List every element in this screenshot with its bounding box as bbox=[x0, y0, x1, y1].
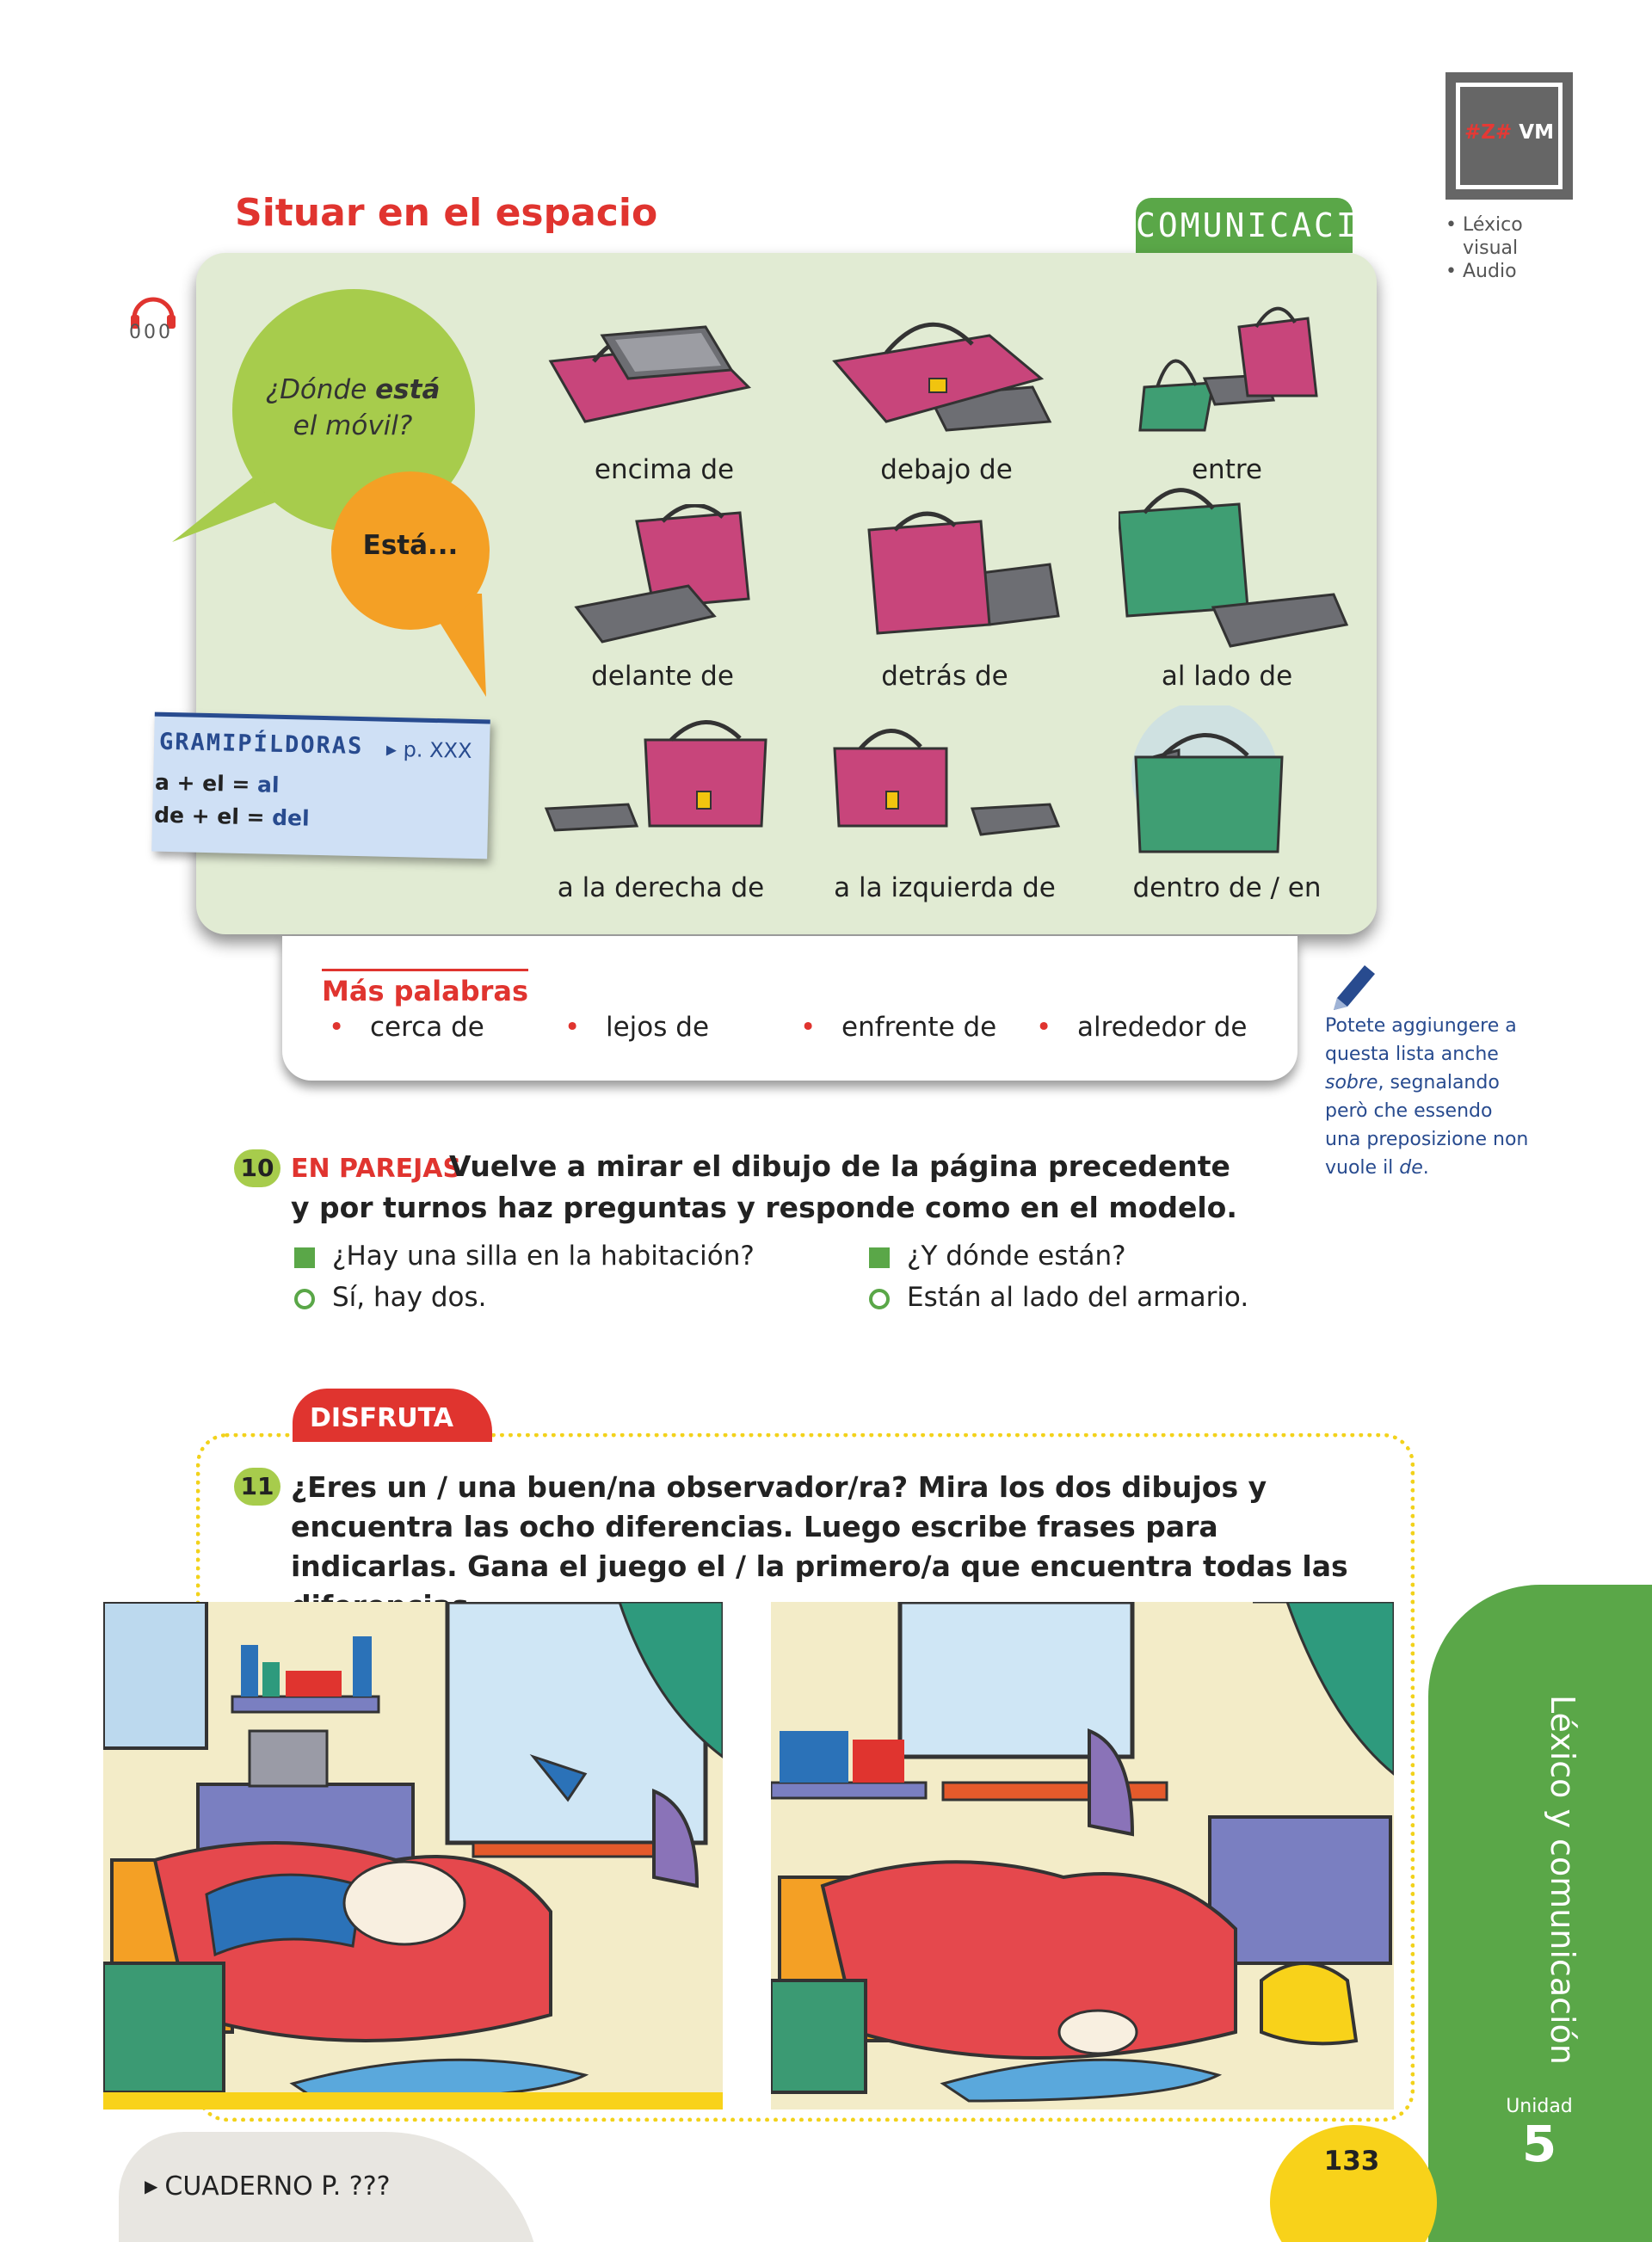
illustration-detras bbox=[867, 511, 1060, 635]
square-bullet-icon bbox=[869, 1247, 890, 1268]
prep-izquierda: a la izquierda de bbox=[834, 872, 1056, 903]
gramipildoras-title: GRAMIPÍLDORAS bbox=[158, 728, 364, 761]
illustration-debajo bbox=[832, 322, 1052, 432]
resource-item-lexico[interactable]: Léxico visual bbox=[1446, 213, 1540, 260]
disfruta-tab: DISFRUTA bbox=[293, 1389, 492, 1442]
circle-bullet-icon bbox=[294, 1289, 315, 1309]
answer-bubble bbox=[331, 471, 490, 630]
vm-badge[interactable]: #Z# VM bbox=[1446, 72, 1573, 200]
dialog-question-1: ¿Hay una silla en la habitación? bbox=[294, 1241, 755, 1272]
pencil-icon bbox=[1334, 965, 1375, 1010]
contraction-del: de + el = del bbox=[153, 802, 310, 831]
page-number-blob bbox=[1270, 2125, 1437, 2242]
circle-bullet-icon bbox=[869, 1289, 890, 1309]
exercise-10-instruction-line1: Vuelve a mirar el dibujo de la página pr… bbox=[449, 1149, 1230, 1183]
room-illustration-left bbox=[103, 1602, 723, 2110]
page-number: 133 bbox=[1323, 2146, 1380, 2177]
room-illustration-right bbox=[771, 1602, 1394, 2110]
prep-entre: entre bbox=[1191, 454, 1262, 485]
teacher-note: Potete aggiungere a questa lista anche s… bbox=[1325, 1015, 1529, 1179]
exercise-10-number: 10 bbox=[234, 1149, 280, 1187]
more-word-alrededor: alrededor de bbox=[1036, 1012, 1247, 1043]
prep-dentro: dentro de / en bbox=[1132, 872, 1322, 903]
square-bullet-icon bbox=[294, 1247, 315, 1268]
more-words-panel bbox=[282, 936, 1298, 1081]
exercise-11-number: 11 bbox=[234, 1468, 280, 1506]
exercise-10-instruction-line2: y por turnos haz preguntas y responde co… bbox=[291, 1191, 1237, 1224]
dialog-answer-2: Están al lado del armario. bbox=[869, 1282, 1248, 1313]
section-tab: COMUNICACIÓN bbox=[1136, 198, 1401, 253]
question-text: ¿Dónde está el móvil? bbox=[265, 374, 441, 441]
exercise-10-tag: EN PAREJAS bbox=[291, 1154, 462, 1184]
answer-text: Está... bbox=[362, 530, 459, 561]
dialog-answer-1: Sí, hay dos. bbox=[294, 1282, 487, 1313]
illustration-encima bbox=[548, 325, 752, 423]
unit-side-tab bbox=[1428, 1585, 1652, 2242]
headphones-icon[interactable] bbox=[127, 289, 179, 349]
illustration-al-lado bbox=[1119, 488, 1349, 648]
section-vertical-label: Léxico y comunicación bbox=[1544, 1695, 1581, 2065]
prep-encima: encima de bbox=[594, 454, 735, 485]
unit-number: 5 bbox=[1521, 2115, 1557, 2173]
illustration-delante bbox=[574, 504, 750, 644]
prep-al-lado: al lado de bbox=[1161, 661, 1293, 692]
audio-track-number: 000 bbox=[129, 322, 173, 343]
more-word-enfrente: enfrente de bbox=[800, 1012, 996, 1043]
prep-derecha: a la derecha de bbox=[557, 872, 765, 903]
prep-detras: detrás de bbox=[881, 661, 1008, 692]
more-words-title: Más palabras bbox=[322, 969, 529, 1007]
vm-badge-frame: #Z# VM bbox=[1456, 83, 1563, 189]
resource-item-audio[interactable]: Audio bbox=[1446, 260, 1540, 283]
illustration-izquierda bbox=[833, 729, 1061, 836]
exercise-11-instruction: ¿Eres un / una buen/na observador/ra? Mi… bbox=[291, 1470, 1348, 1623]
resource-list: Léxico visual Audio bbox=[1446, 213, 1540, 283]
illustration-derecha bbox=[544, 720, 767, 832]
prep-debajo: debajo de bbox=[880, 454, 1013, 485]
gramipildoras-note: GRAMIPÍLDORAS ▸ p. XXX a + el = al de + … bbox=[151, 711, 490, 859]
contraction-al: a + el = al bbox=[154, 769, 280, 798]
more-word-lejos: lejos de bbox=[564, 1012, 709, 1043]
more-word-cerca: cerca de bbox=[329, 1012, 484, 1043]
vm-badge-prefix: #Z# bbox=[1464, 121, 1513, 144]
illustration-dentro bbox=[1131, 705, 1284, 853]
unit-label: Unidad bbox=[1506, 2096, 1573, 2117]
illustration-entre bbox=[1138, 306, 1318, 432]
workbook-reference[interactable]: CUADERNO P. ??? bbox=[145, 2171, 390, 2202]
vm-badge-label: VM bbox=[1519, 121, 1554, 144]
dialog-question-2: ¿Y dónde están? bbox=[869, 1241, 1126, 1272]
prep-delante: delante de bbox=[591, 661, 734, 692]
gramipildoras-page-ref[interactable]: ▸ p. XXX bbox=[385, 736, 472, 763]
page-title: Situar en el espacio bbox=[235, 191, 658, 235]
